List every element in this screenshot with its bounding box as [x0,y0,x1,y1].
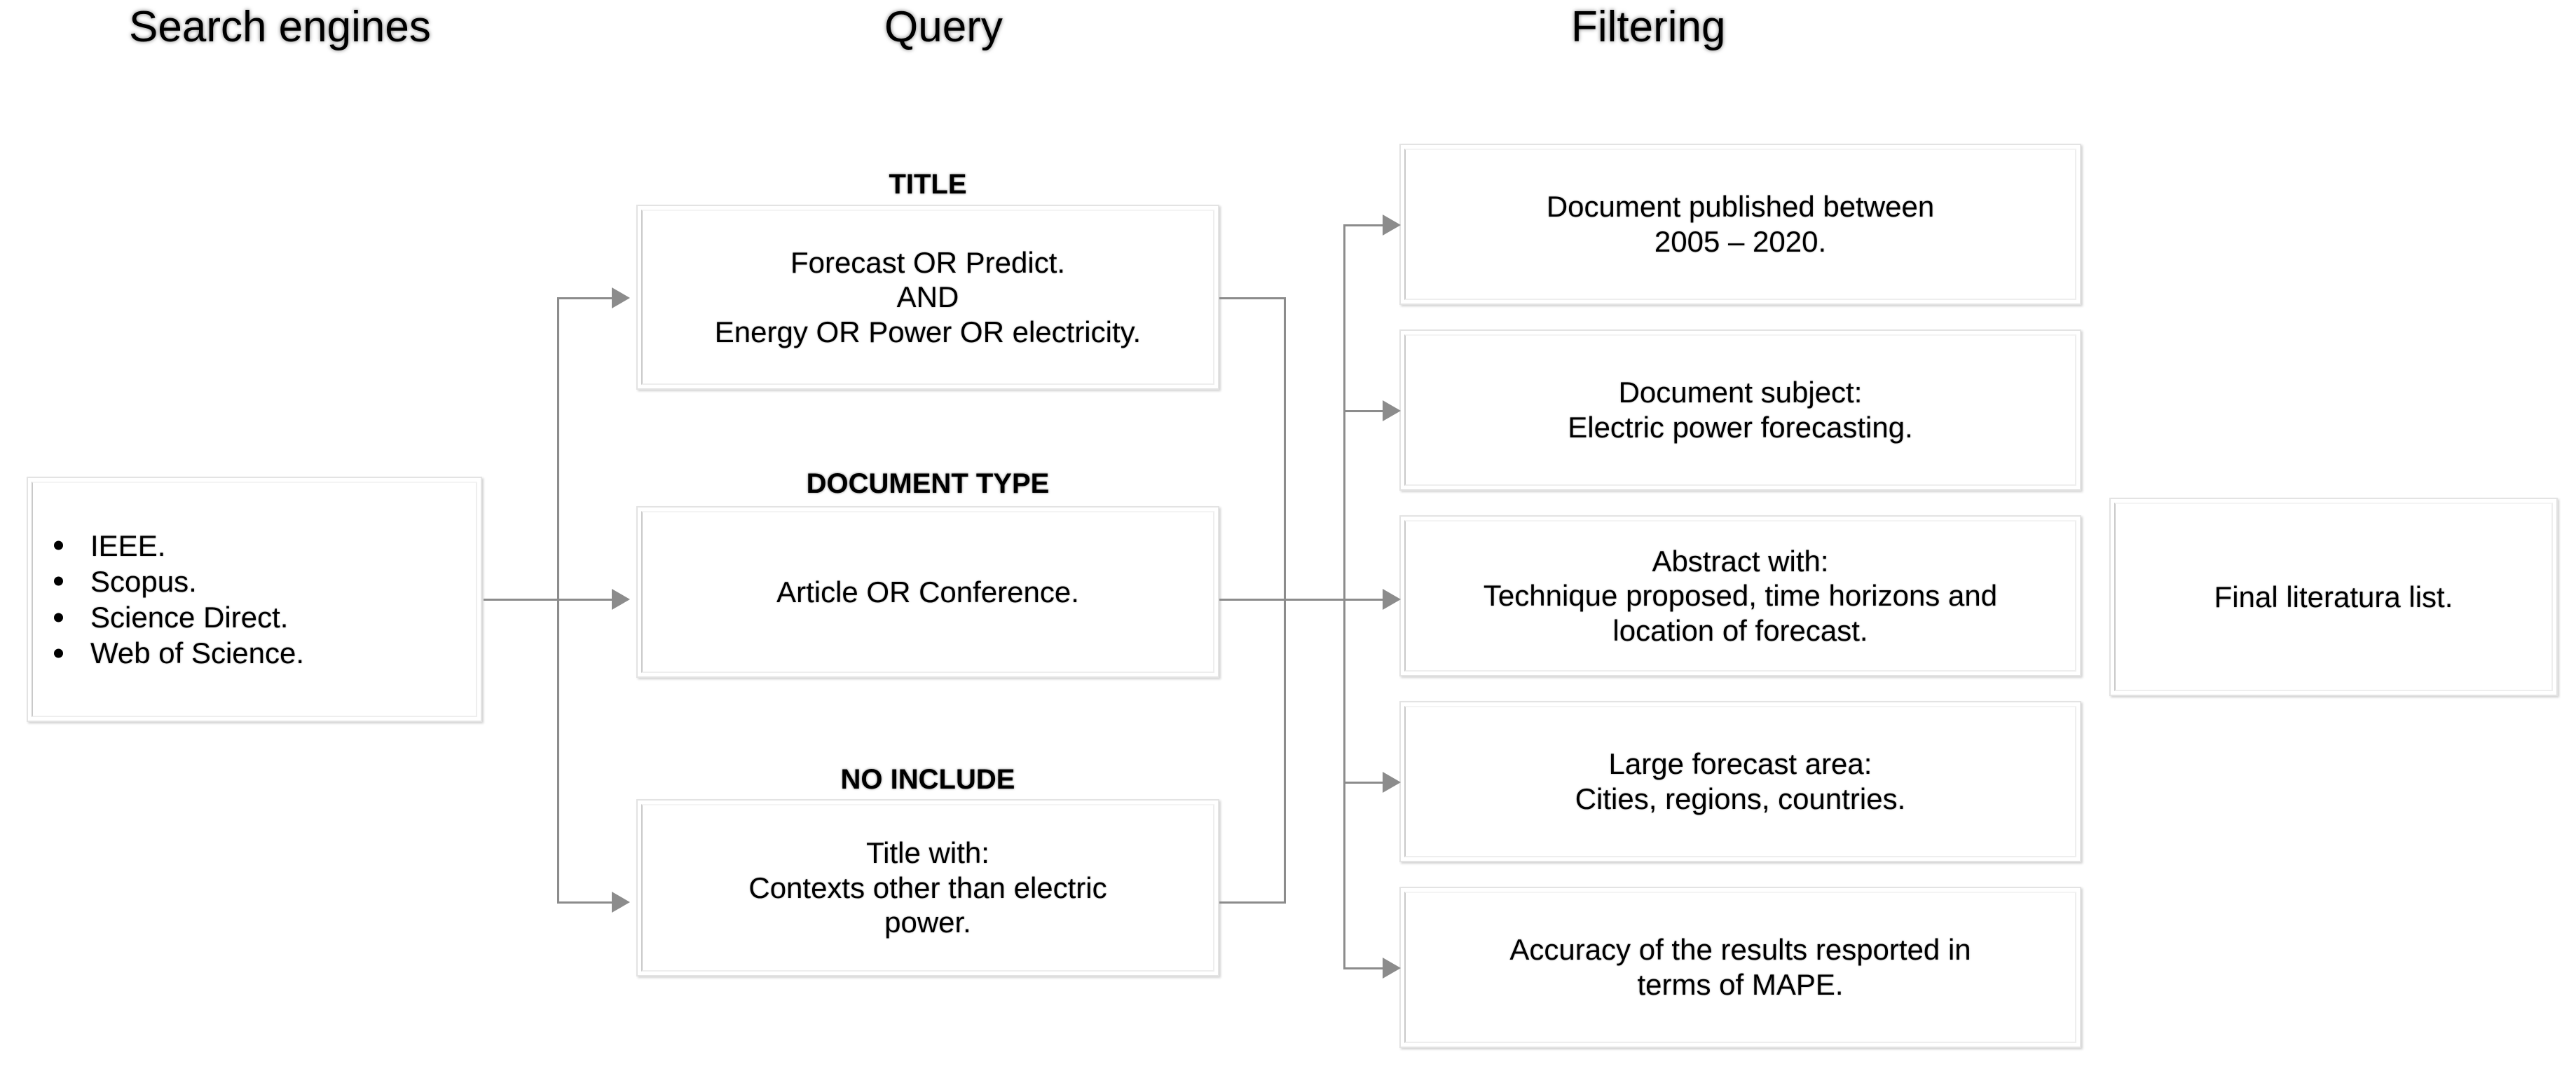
query-box-title[interactable]: Forecast OR Predict. AND Energy OR Power… [636,205,1219,390]
connector-branch-to-no-include [557,901,615,904]
connector-branch-to-accuracy-metric [1343,967,1385,969]
filter-abstract-content-line-3: location of forecast. [1612,613,1868,647]
bullet-dot-icon [54,540,63,550]
final-literature-list-box-inner: Final literatura list. [2114,503,2553,691]
final-literature-list-text: Final literatura list. [2214,580,2453,613]
connector-title-out [1219,297,1286,299]
filter-abstract-content-line-2: Technique proposed, time horizons and [1483,579,1998,613]
filter-box-accuracy-metric[interactable]: Accuracy of the results resported in ter… [1399,887,2081,1048]
connector-search-engines-stem [484,599,559,601]
connector-document-type-out [1219,599,1345,601]
filter-box-document-subject[interactable]: Document subject: Electric power forecas… [1399,329,2081,491]
search-engines-box[interactable]: IEEE. Scopus. Science Direct. Web of Sci… [27,477,482,722]
search-engines-box-inner: IEEE. Scopus. Science Direct. Web of Sci… [32,482,477,717]
arrow-head-to-title [612,287,630,308]
query-group-label-document-type: DOCUMENT TYPE [806,468,1050,499]
filter-box-abstract-content-inner: Abstract with: Technique proposed, time … [1404,520,2076,672]
column-heading-search-engines: Search engines [129,3,431,51]
connector-branch-to-forecast-area [1343,782,1385,784]
connector-branch-to-document-subject [1343,410,1385,412]
query-no-include-line-2: Contexts other than electric [748,871,1107,904]
query-title-line-3: Energy OR Power OR electricity. [714,315,1142,348]
query-box-title-inner: Forecast OR Predict. AND Energy OR Power… [641,210,1214,385]
search-engine-name: Scopus. [90,564,197,598]
arrow-head-to-document-subject [1383,400,1401,421]
connector-branch-to-title [557,297,615,299]
arrow-head-to-no-include [612,892,630,913]
arrow-head-to-document-type [612,589,630,610]
query-document-type-line-1: Article OR Conference. [776,575,1079,608]
filter-publication-date-line-2: 2005 – 2020. [1654,225,1827,258]
filter-publication-date-text: Document published between 2005 – 2020. [1540,189,1941,259]
filter-box-publication-date[interactable]: Document published between 2005 – 2020. [1399,144,2081,305]
list-item: IEEE. [54,528,304,564]
filter-abstract-content-line-1: Abstract with: [1652,544,1829,578]
query-title-line-1: Forecast OR Predict. [790,245,1066,279]
query-no-include-line-1: Title with: [866,836,989,870]
query-box-document-type-inner: Article OR Conference. [641,511,1214,673]
filter-publication-date-line-1: Document published between [1546,190,1935,224]
filter-box-abstract-content[interactable]: Abstract with: Technique proposed, time … [1399,515,2081,676]
arrow-head-to-accuracy-metric [1383,958,1401,979]
filter-box-forecast-area[interactable]: Large forecast area: Cities, regions, co… [1399,701,2081,862]
column-heading-filtering: Filtering [1571,3,1726,51]
connector-filtering-distributor [1343,224,1345,967]
filter-forecast-area-line-1: Large forecast area: [1608,747,1872,781]
list-item: Scopus. [54,564,304,599]
connector-branch-to-abstract-content [1343,599,1385,601]
filter-accuracy-metric-line-2: terms of MAPE. [1637,968,1844,1001]
list-item: Science Direct. [54,599,304,635]
query-box-title-text: Forecast OR Predict. AND Energy OR Power… [708,245,1148,350]
query-box-no-include-text: Title with: Contexts other than electric… [741,836,1114,940]
search-engine-name: IEEE. [90,529,166,562]
search-engines-list: IEEE. Scopus. Science Direct. Web of Sci… [33,528,304,672]
connector-no-include-out [1219,901,1286,904]
query-box-document-type-text: Article OR Conference. [769,575,1086,610]
query-group-label-title: TITLE [889,169,967,200]
filter-forecast-area-text: Large forecast area: Cities, regions, co… [1568,747,1913,816]
query-title-line-2: AND [896,280,959,314]
filter-box-forecast-area-inner: Large forecast area: Cities, regions, co… [1404,706,2076,857]
connector-branch-to-publication-date [1343,224,1385,226]
arrow-head-to-forecast-area [1383,772,1401,793]
bullet-dot-icon [54,576,63,586]
filter-forecast-area-line-2: Cities, regions, countries. [1575,782,1906,815]
arrow-head-to-publication-date [1383,215,1401,236]
filter-abstract-content-text: Abstract with: Technique proposed, time … [1477,544,2004,648]
filter-document-subject-text: Document subject: Electric power forecas… [1561,375,1920,444]
search-engine-name: Science Direct. [90,601,289,634]
query-box-no-include[interactable]: Title with: Contexts other than electric… [636,799,1219,976]
final-literature-list-box[interactable]: Final literatura list. [2109,498,2558,696]
bullet-dot-icon [54,613,63,622]
filter-box-accuracy-metric-inner: Accuracy of the results resported in ter… [1404,892,2076,1043]
search-engine-name: Web of Science. [90,636,305,670]
filter-box-publication-date-inner: Document published between 2005 – 2020. [1404,149,2076,300]
filter-accuracy-metric-text: Accuracy of the results resported in ter… [1502,932,1978,1002]
filter-document-subject-line-1: Document subject: [1618,376,1863,409]
filter-accuracy-metric-line-1: Accuracy of the results resported in [1509,933,1971,967]
arrow-head-to-abstract-content [1383,589,1401,610]
column-heading-query: Query [884,3,1003,51]
query-box-document-type[interactable]: Article OR Conference. [636,506,1219,678]
query-box-no-include-inner: Title with: Contexts other than electric… [641,804,1214,972]
connector-branch-to-document-type [557,599,615,601]
filter-document-subject-line-2: Electric power forecasting. [1568,411,1913,444]
query-group-label-no-include: NO INCLUDE [840,764,1015,795]
query-no-include-line-3: power. [884,906,971,939]
list-item: Web of Science. [54,635,304,671]
bullet-dot-icon [54,648,63,658]
filter-box-document-subject-inner: Document subject: Electric power forecas… [1404,334,2076,486]
